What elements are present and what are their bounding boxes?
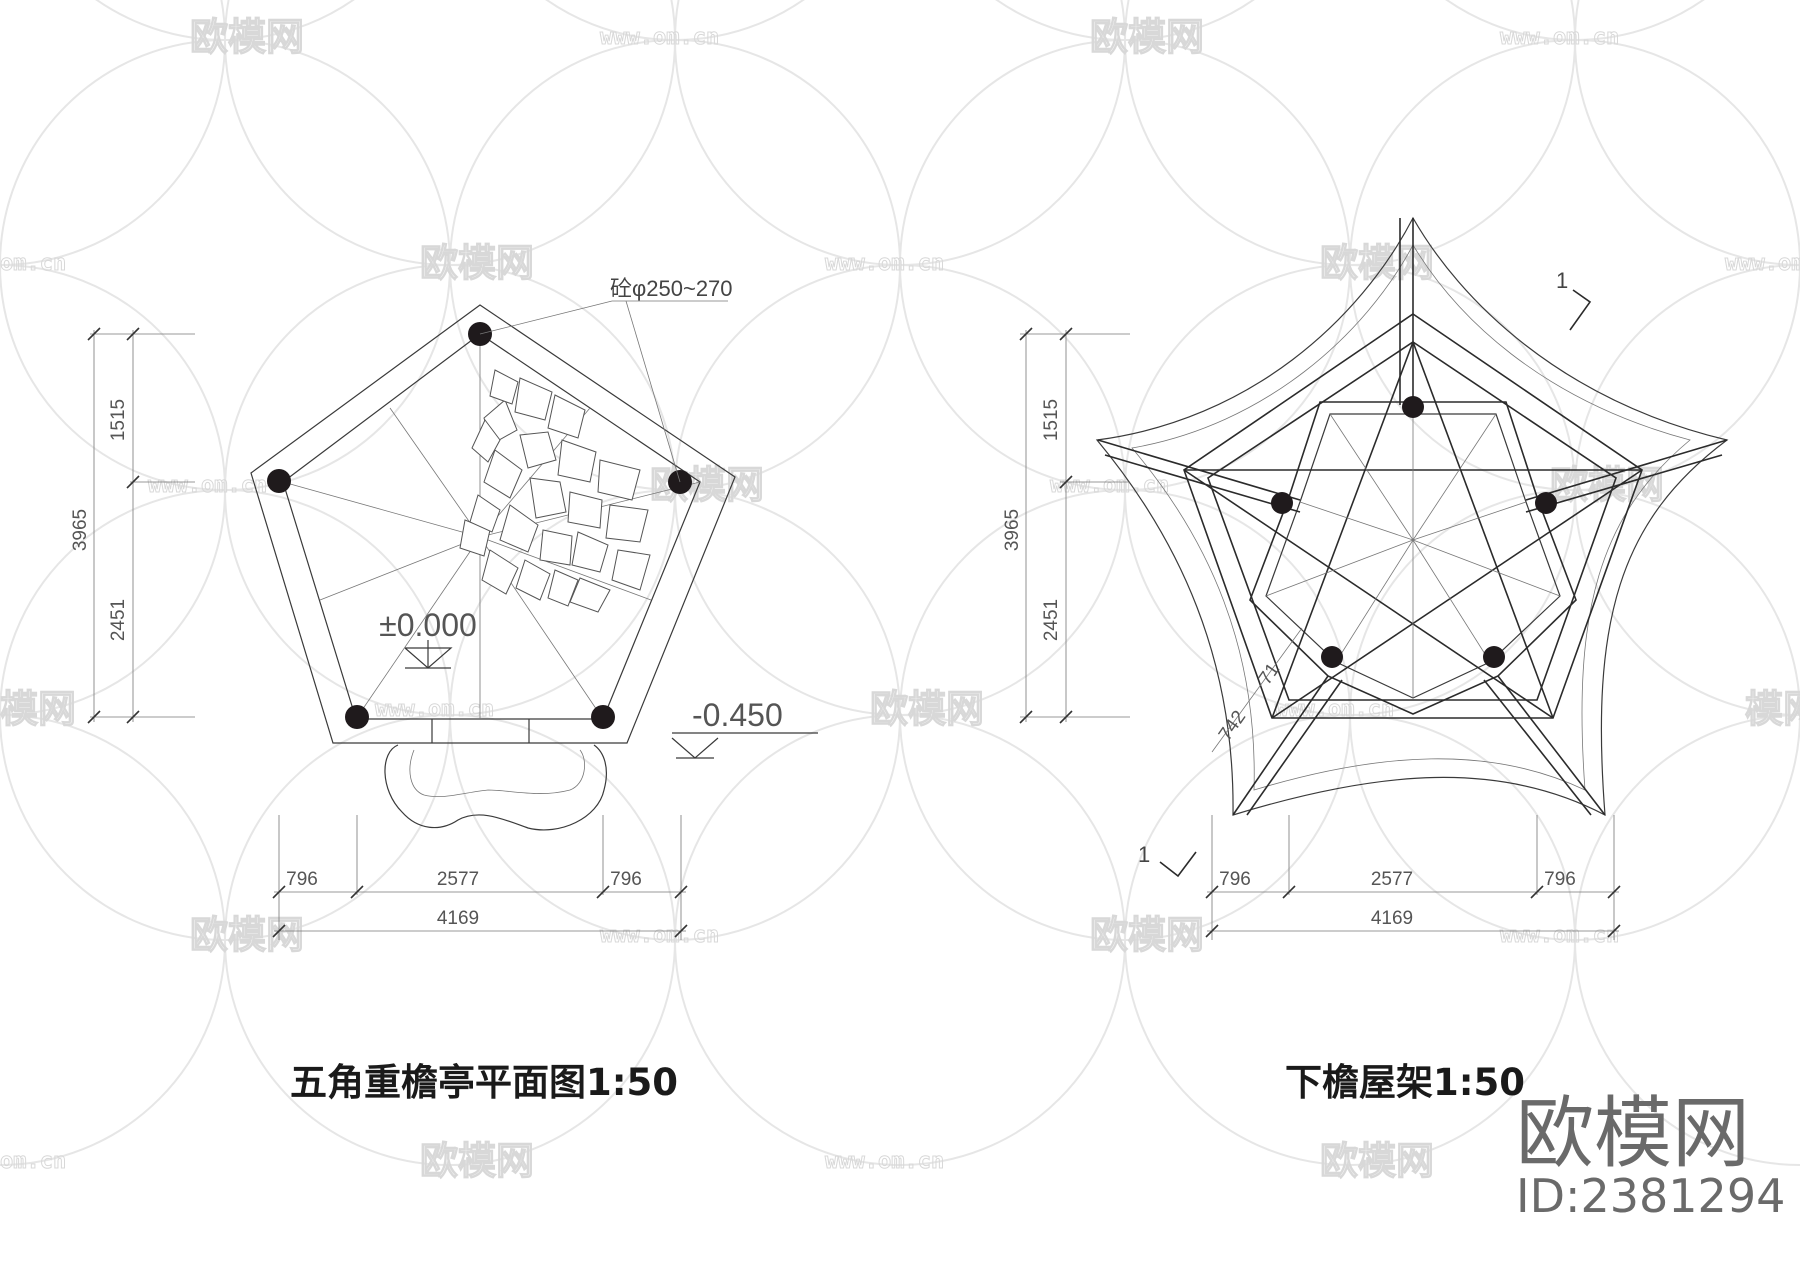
vertical-dimensions: 3965 1515 2451: [70, 327, 195, 724]
rafter-dim-a: 742: [1215, 707, 1250, 745]
eave-frame-outer: [1183, 313, 1643, 719]
platform-outline-inner: [282, 333, 701, 720]
watermark-url: om.cn: [0, 251, 66, 276]
floor-level-symbol: ±0.000: [379, 607, 477, 669]
dim-horizontal-middle: 2577: [437, 869, 479, 890]
watermark-logo: 欧模网: [190, 913, 304, 957]
watermark-logo: 欧模网: [1320, 241, 1434, 285]
column: [1321, 646, 1343, 668]
watermark-url: www.om.cn: [1050, 473, 1169, 498]
platform-outline-outer: [250, 304, 736, 744]
column-markers: [267, 322, 692, 729]
watermark-url: www.om.cn: [1725, 251, 1800, 276]
ring-beam-inner: [1265, 413, 1561, 699]
watermark-logo: 欧模网: [650, 463, 764, 507]
watermark-logo: 欧模网: [870, 687, 984, 731]
dim-vertical-total: 3965: [70, 509, 91, 551]
entrance-stepping-path-inner: [409, 749, 585, 798]
watermark-logo: 欧模网: [420, 1139, 534, 1183]
ground-level-label: -0.450: [692, 697, 783, 733]
column-note-leader: 砼φ250~270: [479, 276, 733, 483]
section-mark-bottom: 1: [1138, 842, 1197, 878]
column: [1271, 492, 1293, 514]
left-floor-plan: 砼φ250~270 ±0.000 -0.450: [70, 276, 818, 1104]
watermark-url: www.om.cn: [825, 1149, 944, 1174]
dim-horizontal-total: 4169: [437, 908, 479, 929]
dim-vertical-upper: 1515: [108, 399, 129, 441]
brand-name: 欧模网: [1516, 1089, 1750, 1179]
watermark-logo: 欧模网: [420, 241, 534, 285]
roof-vertical-dimensions: 3965 1515 2451: [1002, 327, 1130, 724]
watermark-url: www.om.cn: [148, 473, 267, 498]
watermark-url: www.om.cn: [825, 251, 944, 276]
watermark-url: www.om.cn: [375, 697, 494, 722]
ring-beam-outer: [1249, 401, 1577, 715]
watermark-logo: 欧模网: [1090, 913, 1204, 957]
column: [1402, 396, 1424, 418]
brand-id: ID:2381294: [1516, 1169, 1785, 1223]
dim-horizontal-left: 796: [1219, 869, 1251, 890]
ground-level-symbol: -0.450: [671, 697, 818, 759]
watermark-logo-partial: 模网: [1745, 687, 1800, 731]
dim-horizontal-right: 796: [1544, 869, 1576, 890]
dim-horizontal-right: 796: [610, 869, 642, 890]
column: [1535, 492, 1557, 514]
watermark-circle: [0, 39, 451, 491]
brand-block: 欧模网 ID:2381294: [1516, 1089, 1785, 1223]
column: [345, 705, 369, 729]
watermark-url: www.om.cn: [600, 923, 719, 948]
dim-vertical-upper: 1515: [1041, 399, 1062, 441]
eave-outline-inner: [1131, 244, 1691, 791]
roof-column-markers: [1271, 396, 1557, 668]
stone-paving: [459, 369, 651, 613]
dim-horizontal-left: 796: [286, 869, 318, 890]
dim-vertical-lower: 2451: [108, 599, 129, 641]
left-plan-caption: 五角重檐亭平面图1:50: [290, 1061, 678, 1104]
watermark-layer: 欧模网 www.om.cn 欧模网 www.om.cn om.cn 欧模网 ww…: [0, 14, 1800, 1183]
floor-level-label: ±0.000: [379, 607, 477, 643]
watermark-circle: [674, 0, 1126, 266]
watermark-logo: 欧模网: [190, 15, 304, 59]
eave-outline-outer: [1095, 216, 1729, 817]
eave-frame-inner: [1207, 341, 1617, 701]
watermark-circle: [449, 489, 901, 941]
column-note: 砼φ250~270: [610, 276, 733, 301]
watermark-url: www.om.cn: [1500, 25, 1619, 50]
right-roof-frame-plan: 1 1 742 71 3965 1515 2451: [1002, 216, 1729, 1104]
watermark-circle: [674, 714, 1126, 1166]
watermark-url: www.om.cn: [1500, 923, 1619, 948]
right-plan-caption: 下檐屋架1:50: [1285, 1061, 1525, 1104]
watermark-logo: 欧模网: [1090, 15, 1204, 59]
watermark-circle-pattern: [0, 0, 1800, 1166]
dim-vertical-lower: 2451: [1041, 599, 1062, 641]
horizontal-dimensions: 796 2577 796 4169: [272, 815, 688, 940]
dim-vertical-total: 3965: [1002, 509, 1023, 551]
watermark-logo: 欧模网: [1320, 1139, 1434, 1183]
watermark-url: www.om.cn: [600, 25, 719, 50]
watermark-circle: [899, 39, 1351, 491]
roof-radial-lines: [1265, 413, 1561, 698]
entrance-stepping-path: [384, 744, 607, 831]
dim-horizontal-total: 4169: [1371, 908, 1413, 929]
section-mark-top: 1: [1556, 268, 1592, 331]
pentagram-rafters: [1097, 218, 1728, 816]
roof-horizontal-dimensions: 796 2577 796 4169: [1205, 815, 1621, 940]
watermark-logo-partial: 模网: [0, 687, 76, 731]
watermark-circle: [1124, 264, 1576, 716]
watermark-url: om.cn: [0, 1149, 66, 1174]
watermark-circle: [1574, 714, 1800, 1166]
dim-horizontal-middle: 2577: [1371, 869, 1413, 890]
section-mark-label: 1: [1556, 268, 1568, 293]
column: [591, 705, 615, 729]
column: [1483, 646, 1505, 668]
section-mark-label: 1: [1138, 842, 1150, 867]
column: [267, 469, 291, 493]
